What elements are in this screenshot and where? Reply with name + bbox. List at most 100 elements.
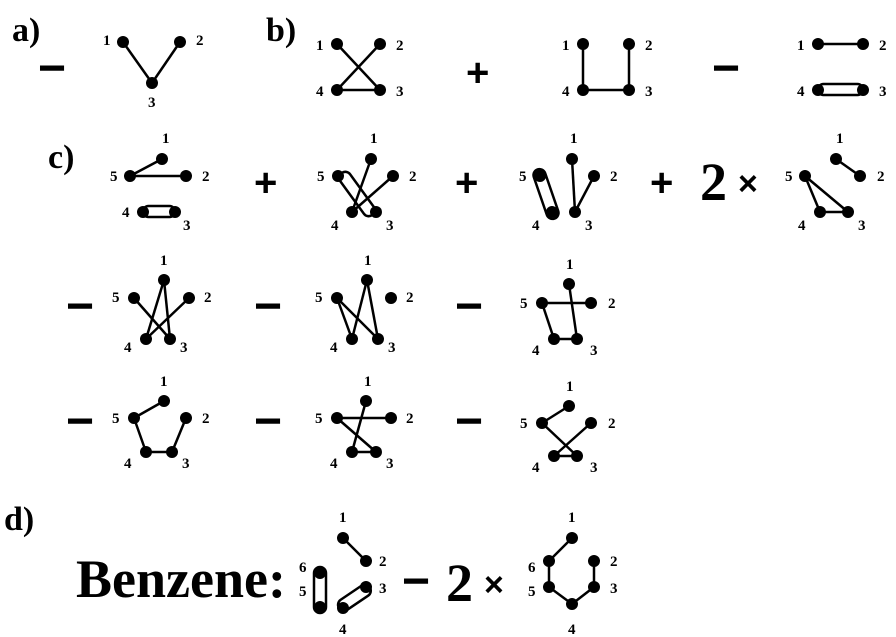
node-label: 1 bbox=[570, 131, 578, 147]
diagram-b-1: 1 2 4 3 bbox=[316, 38, 404, 100]
part-label-d: d) bbox=[4, 501, 34, 538]
node-label: 3 bbox=[379, 581, 387, 597]
node-label: 4 bbox=[330, 456, 338, 472]
diagram-c-6: 1 2 5 4 3 bbox=[315, 253, 414, 356]
node-label: 5 bbox=[299, 584, 307, 600]
node-label: 3 bbox=[180, 340, 188, 356]
node-label: 3 bbox=[879, 84, 887, 100]
node-label: 1 bbox=[316, 38, 324, 54]
node-label: 3 bbox=[388, 340, 396, 356]
diagram-a: − 1 2 3 bbox=[38, 33, 204, 111]
minus-sign: − bbox=[254, 395, 282, 448]
node-label: 1 bbox=[562, 38, 570, 54]
plus-sign: + bbox=[650, 161, 673, 205]
node-label: 4 bbox=[798, 218, 806, 234]
minus-sign: − bbox=[66, 395, 94, 448]
diagram-c-2: 1 2 5 4 3 bbox=[317, 131, 417, 234]
plus-sign: + bbox=[455, 161, 478, 205]
node-label: 2 bbox=[877, 169, 885, 185]
diagram-c-10: 1 2 5 4 3 bbox=[520, 379, 616, 476]
node-label: 5 bbox=[112, 411, 120, 427]
node-label: 3 bbox=[858, 218, 866, 234]
node-label: 1 bbox=[797, 38, 805, 54]
node-label: 2 bbox=[406, 290, 414, 306]
node-label: 2 bbox=[610, 169, 618, 185]
node-label: 4 bbox=[124, 456, 132, 472]
part-label-b: b) bbox=[266, 12, 296, 49]
node-label: 4 bbox=[331, 218, 339, 234]
node-label: 4 bbox=[330, 340, 338, 356]
diagram-d-1: 1 2 3 4 6 5 bbox=[299, 510, 387, 637]
node-label: 5 bbox=[110, 169, 118, 185]
coefficient-two: 2 bbox=[700, 152, 727, 212]
node-label: 2 bbox=[409, 169, 417, 185]
diagram-b-2: 1 2 4 3 bbox=[562, 38, 653, 100]
minus-sign: − bbox=[712, 42, 740, 95]
node-label: 2 bbox=[396, 38, 404, 54]
node-label: 5 bbox=[519, 169, 527, 185]
node-label: 1 bbox=[566, 257, 574, 273]
diagram-d-2: 1 2 3 4 6 5 bbox=[528, 510, 618, 637]
node-label: 6 bbox=[299, 560, 307, 576]
node-label: 1 bbox=[162, 131, 170, 147]
node-label: 1 bbox=[566, 379, 574, 395]
node-label: 3 bbox=[386, 218, 394, 234]
node-label: 2 bbox=[202, 169, 210, 185]
node-label: 3 bbox=[610, 581, 618, 597]
part-label-a: a) bbox=[12, 12, 40, 49]
diagram-c-3: 1 2 5 4 3 bbox=[519, 131, 618, 234]
part-label-c: c) bbox=[48, 139, 74, 176]
diagram-c-1: 1 2 5 4 3 bbox=[110, 131, 210, 234]
plus-sign: + bbox=[466, 51, 489, 95]
node-label: 4 bbox=[568, 622, 576, 637]
node-label: 3 bbox=[590, 343, 598, 359]
minus-sign: − bbox=[38, 42, 66, 95]
node-label: 1 bbox=[103, 33, 111, 49]
node-label: 1 bbox=[568, 510, 576, 526]
node-label: 4 bbox=[532, 218, 540, 234]
node-label: 3 bbox=[396, 84, 404, 100]
benzene-title: Benzene: bbox=[76, 549, 286, 609]
node-label: 5 bbox=[785, 169, 793, 185]
node-label: 2 bbox=[608, 416, 616, 432]
node-label: 2 bbox=[202, 411, 210, 427]
minus-sign: − bbox=[402, 555, 430, 608]
node-label: 2 bbox=[406, 411, 414, 427]
node-label: 2 bbox=[379, 554, 387, 570]
minus-sign: − bbox=[66, 280, 94, 333]
node-label: 3 bbox=[645, 84, 653, 100]
node-label: 4 bbox=[562, 84, 570, 100]
diagram-c-8: 1 2 5 4 3 bbox=[112, 374, 210, 472]
node-label: 3 bbox=[183, 218, 191, 234]
node-label: 4 bbox=[124, 340, 132, 356]
node-label: 1 bbox=[836, 131, 844, 147]
diagram-c-5: 1 2 5 4 3 bbox=[112, 253, 212, 356]
node-label: 5 bbox=[317, 169, 325, 185]
node-label: 3 bbox=[386, 456, 394, 472]
node-label: 1 bbox=[160, 253, 168, 269]
node-label: 2 bbox=[608, 296, 616, 312]
node-label: 2 bbox=[196, 33, 204, 49]
node-label: 4 bbox=[532, 460, 540, 476]
node-label: 5 bbox=[520, 416, 528, 432]
node-label: 5 bbox=[520, 296, 528, 312]
node-label: 4 bbox=[532, 343, 540, 359]
diagram-c-4: 1 2 5 4 3 bbox=[785, 131, 885, 234]
node-label: 5 bbox=[315, 290, 323, 306]
node-label: 4 bbox=[122, 205, 130, 221]
node-label: 2 bbox=[645, 38, 653, 54]
diagram-c-7: 1 2 5 4 3 bbox=[520, 257, 616, 359]
node-label: 1 bbox=[364, 374, 372, 390]
node-label: 6 bbox=[528, 560, 536, 576]
node-label: 2 bbox=[610, 554, 618, 570]
times-sign: × bbox=[738, 165, 758, 203]
diagram-c-9: 1 2 5 4 3 bbox=[315, 374, 414, 472]
node-label: 5 bbox=[112, 290, 120, 306]
node-label: 3 bbox=[585, 218, 593, 234]
node-label: 5 bbox=[528, 584, 536, 600]
node-label: 1 bbox=[160, 374, 168, 390]
minus-sign: − bbox=[254, 280, 282, 333]
coefficient-two: 2 bbox=[446, 553, 473, 613]
times-sign: × bbox=[484, 566, 504, 604]
node-label: 1 bbox=[364, 253, 372, 269]
